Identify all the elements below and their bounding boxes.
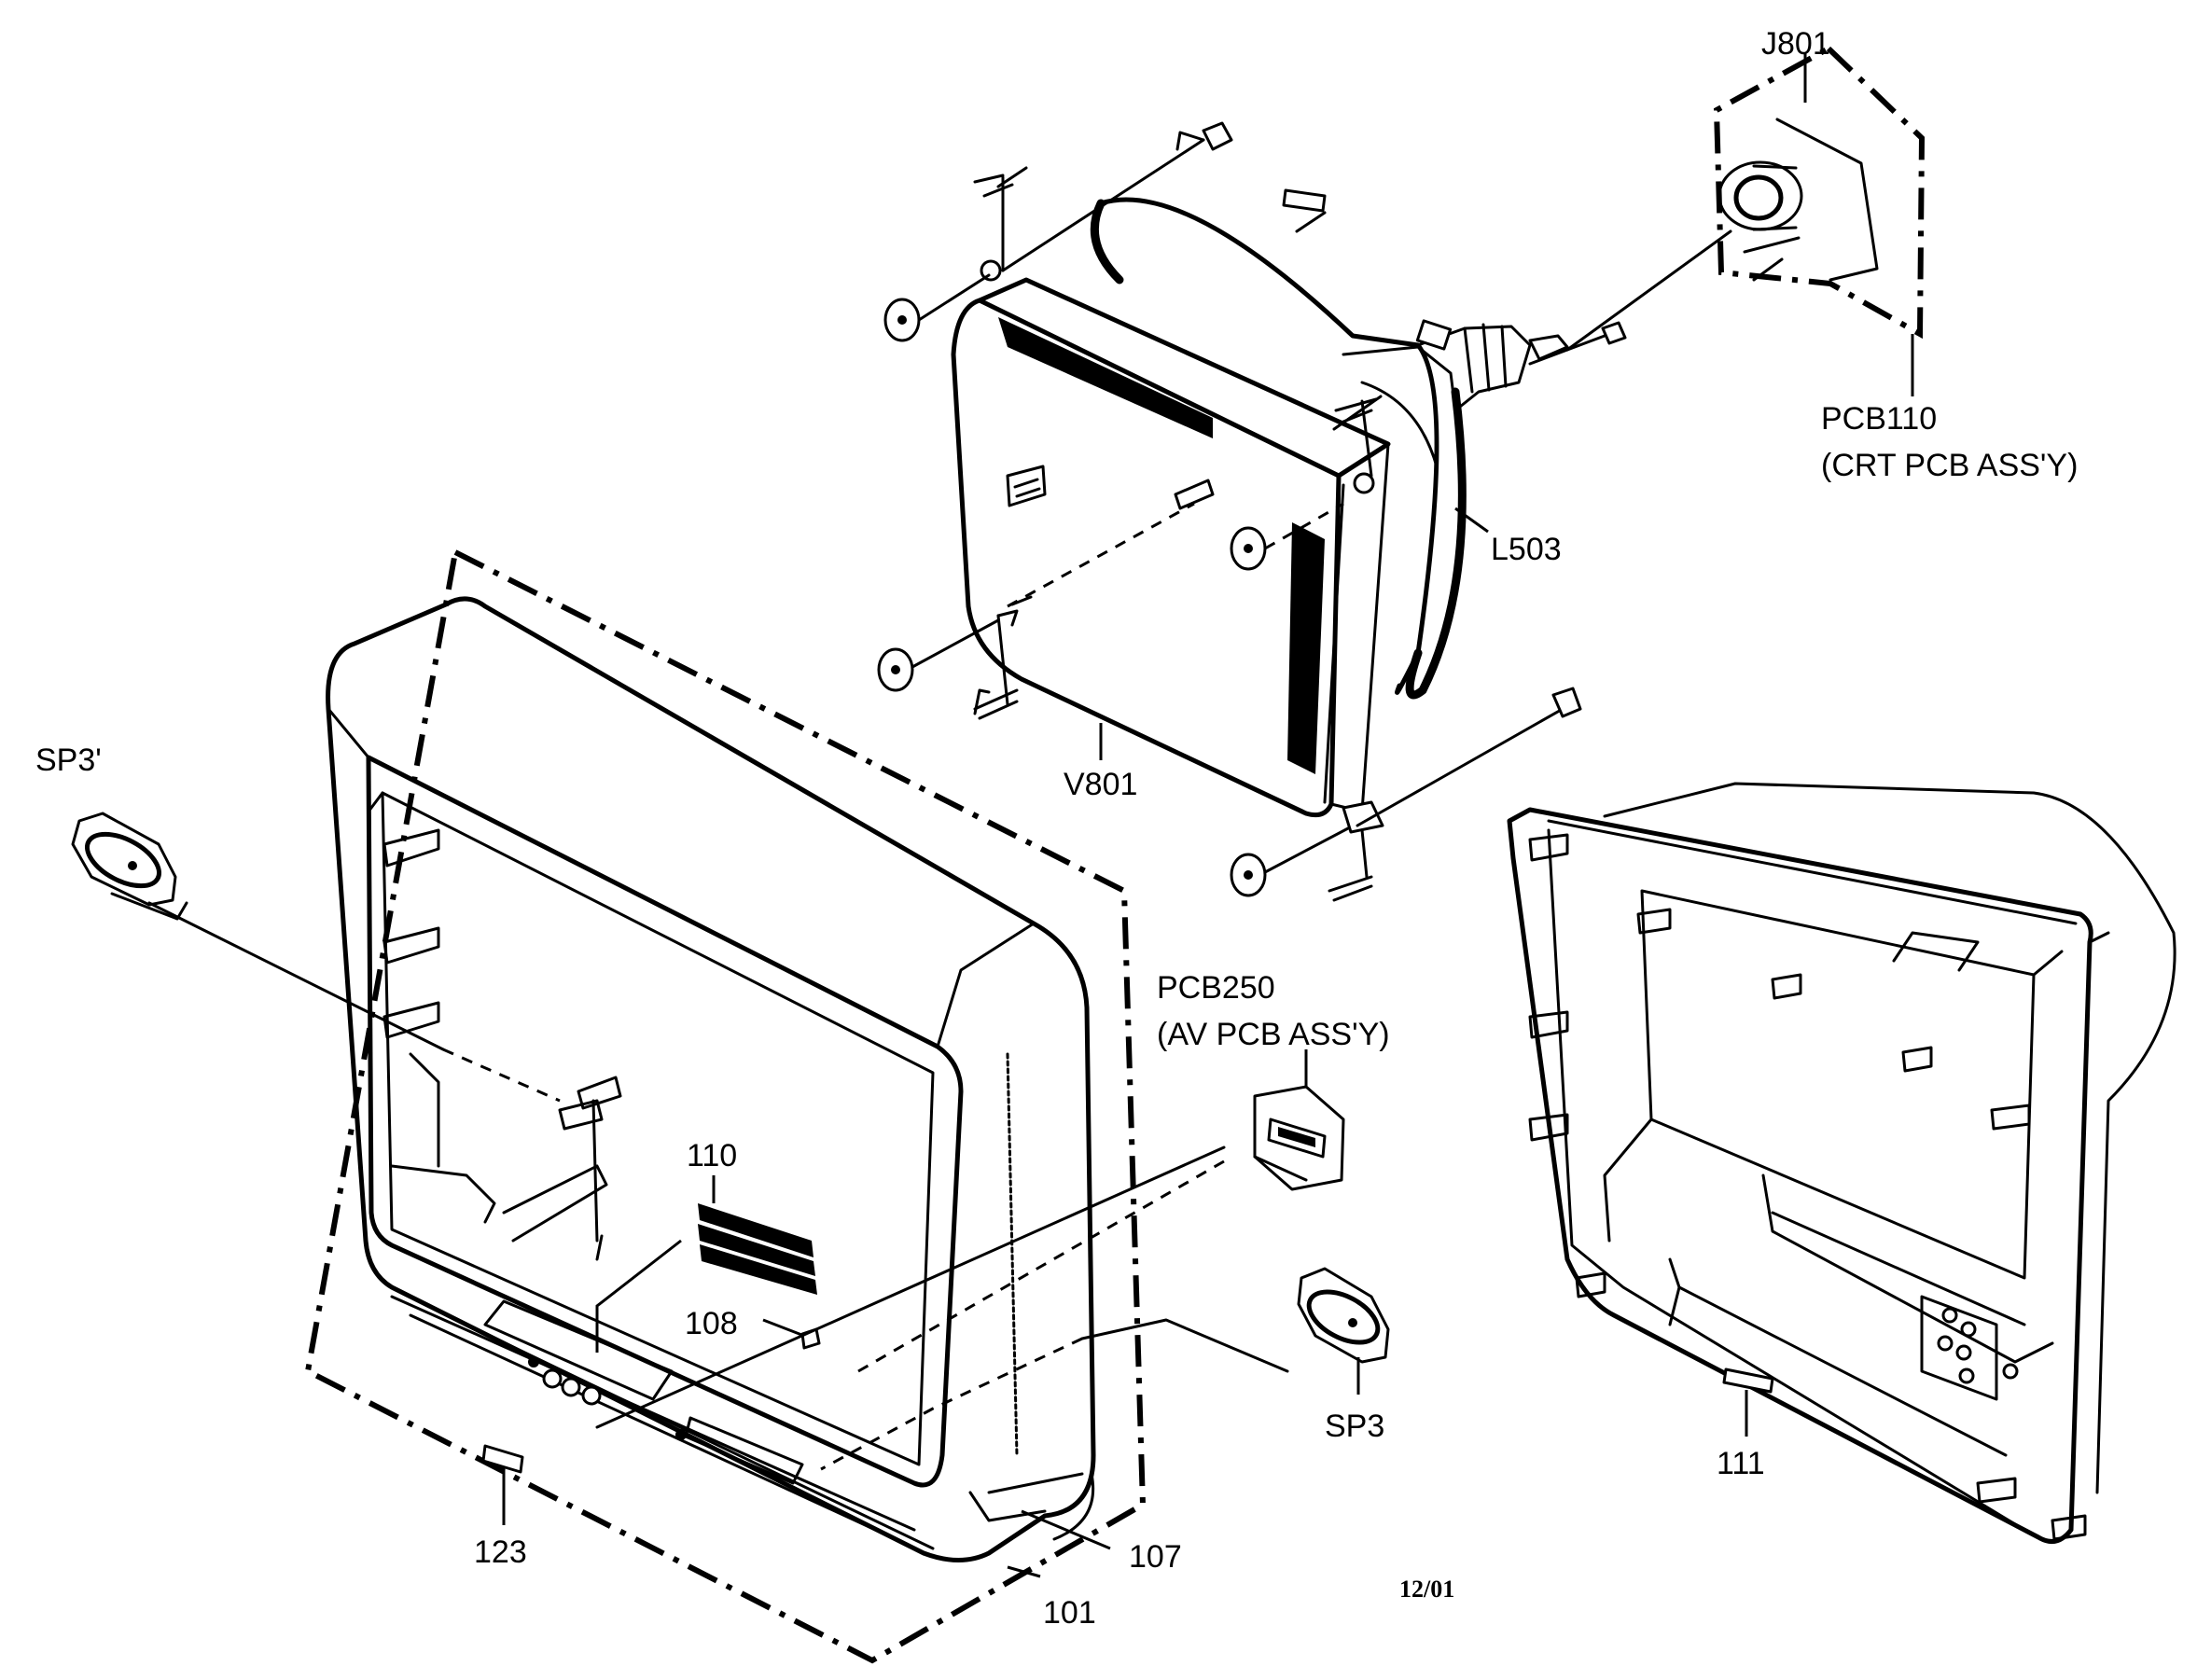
crt-pcb-assembly — [1713, 45, 1926, 340]
leader-110 — [595, 1239, 682, 1353]
label-v801: V801 — [1064, 767, 1137, 802]
label-j801: J801 — [1761, 26, 1830, 62]
front-label-line — [591, 1099, 599, 1243]
label-pcb250-desc: (AV PCB ASS'Y) — [1157, 1017, 1390, 1052]
crt-mounting-screws — [877, 121, 1732, 902]
label-date: 12/01 — [1399, 1576, 1454, 1603]
leader-107 — [1021, 1509, 1111, 1550]
front-cabinet — [304, 548, 1147, 1664]
speaker-left — [71, 812, 561, 1103]
label-123: 123 — [474, 1534, 527, 1570]
part-108 — [762, 1318, 821, 1350]
label-sp3-left: SP3' — [35, 743, 102, 778]
leader-101 — [1007, 1565, 1041, 1578]
label-108: 108 — [685, 1306, 738, 1341]
label-111: 111 — [1717, 1446, 1765, 1481]
speaker-right — [820, 1267, 1390, 1471]
label-pcb110-desc: (CRT PCB ASS'Y) — [1821, 448, 2078, 483]
crt-tube — [951, 188, 1569, 818]
av-pcb-assembly — [595, 1049, 1345, 1429]
label-110: 110 — [687, 1138, 737, 1173]
label-107: 107 — [1129, 1539, 1182, 1575]
label-sp3-right: SP3 — [1325, 1409, 1384, 1444]
label-l503: L503 — [1491, 532, 1562, 567]
tab-bracket — [595, 1234, 604, 1261]
back-cabinet — [1507, 782, 2176, 1544]
leader-l503 — [1454, 507, 1489, 534]
label-pcb110: PCB110 — [1821, 401, 1937, 437]
label-101: 101 — [1043, 1595, 1096, 1631]
label-pcb250: PCB250 — [1157, 970, 1275, 1006]
part-110-buttons — [698, 1175, 817, 1295]
front-label-tab — [577, 1076, 622, 1110]
part-123 — [481, 1444, 524, 1525]
